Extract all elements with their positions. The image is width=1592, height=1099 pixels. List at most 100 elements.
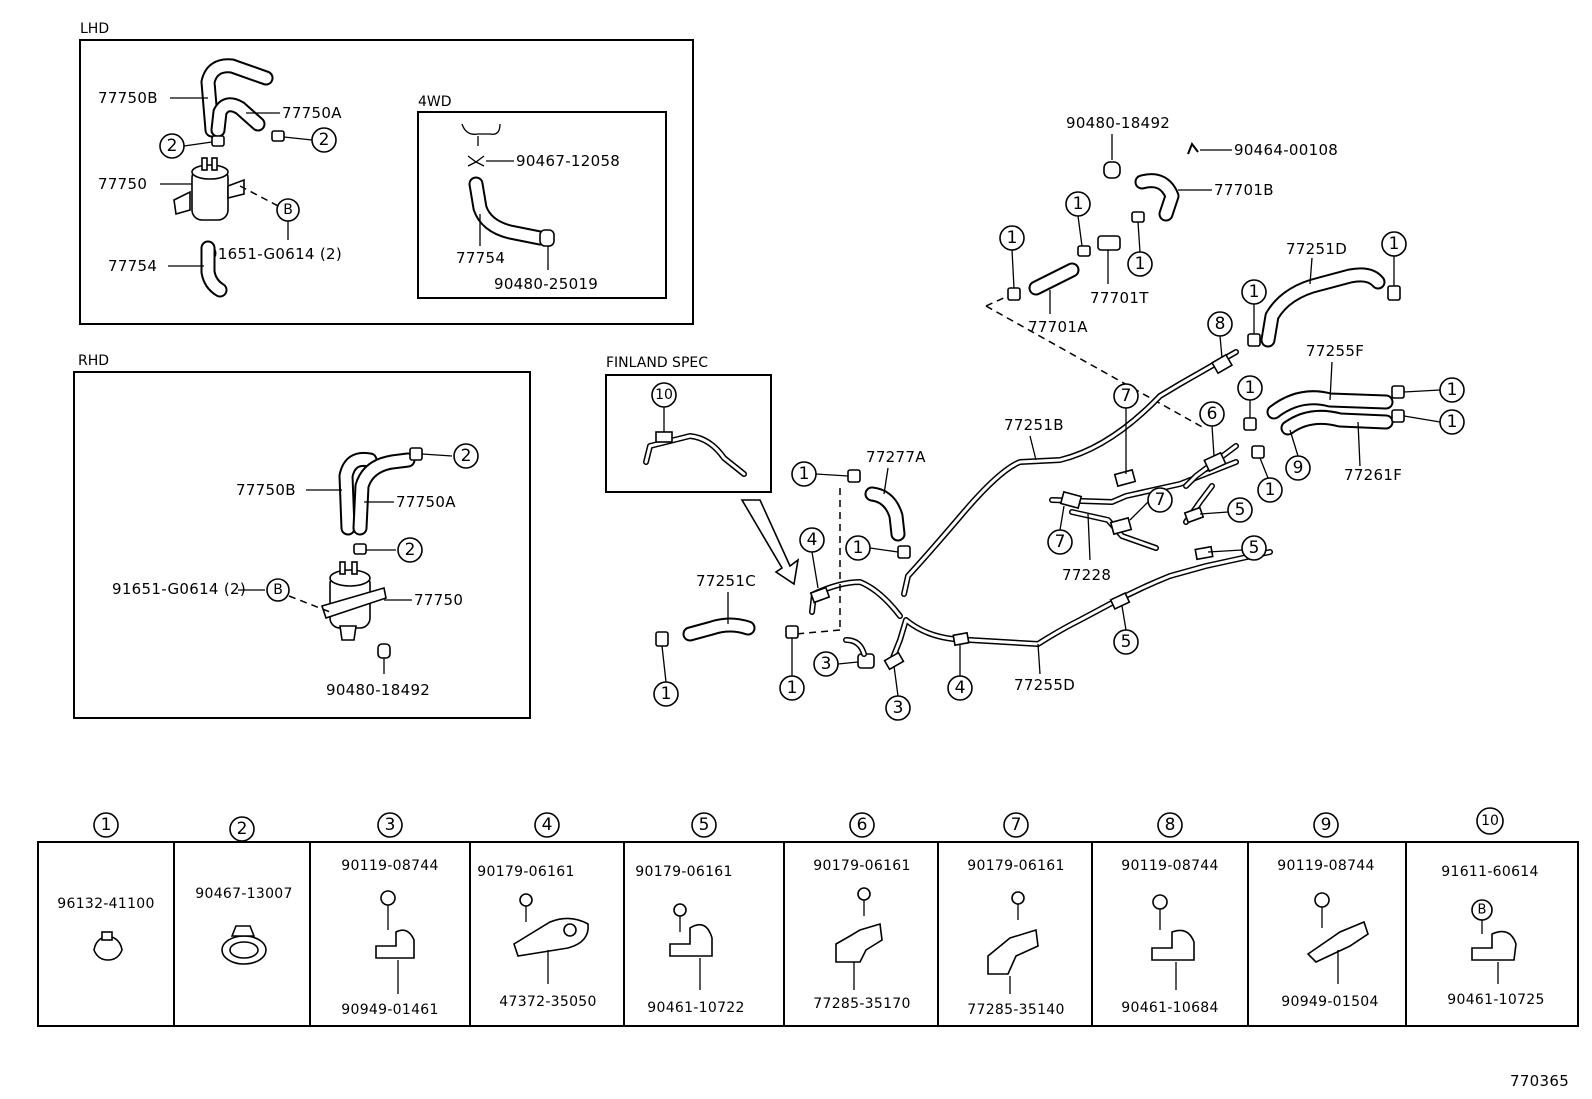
main-callout-5b: 5 — [1249, 538, 1260, 558]
main-callout-6: 6 — [1207, 404, 1218, 424]
main-callout-5a: 5 — [1235, 500, 1246, 520]
main-callout-7b: 7 — [1155, 490, 1166, 510]
table-callout-8: 8 — [1165, 815, 1176, 835]
lhd-77750B-label: 77750B — [98, 89, 158, 107]
main-callout-9: 9 — [1293, 458, 1304, 478]
main-77255D-label: 77255D — [1014, 676, 1075, 694]
finland-callout-10: 10 — [655, 387, 673, 403]
rhd-77750-label: 77750 — [414, 591, 463, 609]
rhd-90480-label: 90480-18492 — [326, 681, 430, 699]
main-callout-1c: 1 — [1135, 254, 1146, 274]
main-77261F-label: 77261F — [1344, 466, 1402, 484]
table-cell-7-bottom: 77285-35140 — [967, 1002, 1064, 1018]
table-callout-9: 9 — [1321, 815, 1332, 835]
main-callout-1f: 1 — [1447, 380, 1458, 400]
table-cell-9-top: 90119-08744 — [1277, 858, 1374, 874]
fwd-77754-label: 77754 — [456, 249, 505, 267]
main-90480-18492-label: 90480-18492 — [1066, 114, 1170, 132]
main-90464-label: 90464-00108 — [1234, 141, 1338, 159]
main-callout-1j: 1 — [799, 464, 810, 484]
table-callout-6: 6 — [857, 815, 868, 835]
main-callout-1m: 1 — [787, 678, 798, 698]
rhd-91651-label: 91651-G0614 (2) — [112, 580, 246, 598]
main-callout-3a: 3 — [821, 654, 832, 674]
main-callout-1g: 1 — [1447, 412, 1458, 432]
table-cell-4-bottom: 47372-35050 — [499, 994, 596, 1010]
main-77251D-label: 77251D — [1286, 240, 1347, 258]
lhd-section: LHD 77750B 77750A 2 2 77750 B 91651-G0 — [79, 21, 694, 325]
table-cell-9-bottom: 90949-01504 — [1281, 994, 1378, 1010]
main-77251B-label: 77251B — [1004, 416, 1064, 434]
main-callout-1b: 1 — [1073, 194, 1084, 214]
table-cell-10-bottom: 90461-10725 — [1447, 992, 1544, 1008]
table-callout-10: 10 — [1481, 813, 1499, 829]
main-77228-label: 77228 — [1062, 566, 1111, 584]
figure-id: 770365 — [1510, 1072, 1569, 1090]
main-77277A-label: 77277A — [866, 448, 926, 466]
table-cell-8-top: 90119-08744 — [1121, 858, 1218, 874]
main-callout-1a: 1 — [1007, 228, 1018, 248]
finland-title: FINLAND SPEC — [606, 355, 708, 371]
table-callout-7: 7 — [1011, 815, 1022, 835]
main-77701A-label: 77701A — [1028, 318, 1088, 336]
lhd-callout-2b: 2 — [319, 130, 330, 150]
finland-section: FINLAND SPEC 10 — [605, 355, 800, 586]
rhd-77750B-label: 77750B — [236, 481, 296, 499]
lhd-91651-label: 91651-G0614 (2) — [208, 245, 342, 263]
lhd-callout-2a: 2 — [167, 136, 178, 156]
table-cell-1-mid: 96132-41100 — [57, 896, 154, 912]
table-header-callouts: 1 2 3 4 5 6 7 8 9 10 — [93, 807, 1504, 842]
rhd-callout-B: B — [273, 582, 283, 598]
main-callout-4a: 4 — [807, 530, 818, 550]
main-callout-7c: 7 — [1055, 532, 1066, 552]
lhd-77750-label: 77750 — [98, 175, 147, 193]
main-callout-1h: 1 — [1245, 378, 1256, 398]
main-77251C-label: 77251C — [696, 572, 756, 590]
lhd-77754-label: 77754 — [108, 257, 157, 275]
rhd-callout-2b: 2 — [405, 540, 416, 560]
rhd-title: RHD — [78, 353, 109, 369]
table-cell-10-B: B — [1478, 903, 1487, 918]
main-77701B-label: 77701B — [1214, 181, 1274, 199]
table-cell-3-bottom: 90949-01461 — [341, 1002, 438, 1018]
fwd-title: 4WD — [418, 94, 452, 110]
lhd-callout-B: B — [283, 202, 293, 218]
table-callout-1: 1 — [101, 815, 112, 835]
rhd-callout-2a: 2 — [461, 446, 472, 466]
table-cell-3-top: 90119-08744 — [341, 858, 438, 874]
table-cell-2-mid: 90467-13007 — [195, 886, 292, 902]
main-callout-7a: 7 — [1121, 386, 1132, 406]
main-callout-5c: 5 — [1121, 632, 1132, 652]
lhd-77750A-label: 77750A — [282, 104, 342, 122]
table-cell-5-top: 90179-06161 — [635, 864, 732, 880]
table-cell-10-top: 91611-60614 — [1441, 864, 1538, 880]
table-callout-5: 5 — [699, 815, 710, 835]
main-callout-8: 8 — [1215, 314, 1226, 334]
table-cell-6-bottom: 77285-35170 — [813, 996, 910, 1012]
lhd-title: LHD — [80, 21, 109, 37]
main-77255F-label: 77255F — [1306, 342, 1364, 360]
main-assembly: 90480-18492 90464-00108 77701B 77701T 77… — [653, 114, 1465, 721]
table-cell-8-bottom: 90461-10684 — [1121, 1000, 1218, 1016]
main-callout-1i: 1 — [1265, 480, 1276, 500]
parts-table: 1 2 3 4 5 6 7 8 9 10 96132-41100 90467-1… — [37, 807, 1579, 1027]
main-callout-4b: 4 — [955, 678, 966, 698]
main-callout-1l: 1 — [661, 684, 672, 704]
main-77701T-label: 77701T — [1090, 289, 1149, 307]
main-callout-3b: 3 — [893, 698, 904, 718]
table-cell-6-top: 90179-06161 — [813, 858, 910, 874]
rhd-section: RHD 2 77750B 77750A 2 77750 91651-G0614 … — [73, 353, 531, 719]
table-callout-4: 4 — [542, 815, 553, 835]
main-callout-1d: 1 — [1389, 234, 1400, 254]
table-callout-2: 2 — [237, 819, 248, 839]
fwd-90480-label: 90480-25019 — [494, 275, 598, 293]
main-callout-1e: 1 — [1249, 282, 1260, 302]
table-cell-4-top: 90179-06161 — [477, 864, 574, 880]
table-cell-5-bottom: 90461-10722 — [647, 1000, 744, 1016]
table-callout-3: 3 — [385, 815, 396, 835]
table-cell-7-top: 90179-06161 — [967, 858, 1064, 874]
main-callout-1k: 1 — [853, 538, 864, 558]
fwd-90467-label: 90467-12058 — [516, 152, 620, 170]
rhd-77750A-label: 77750A — [396, 493, 456, 511]
